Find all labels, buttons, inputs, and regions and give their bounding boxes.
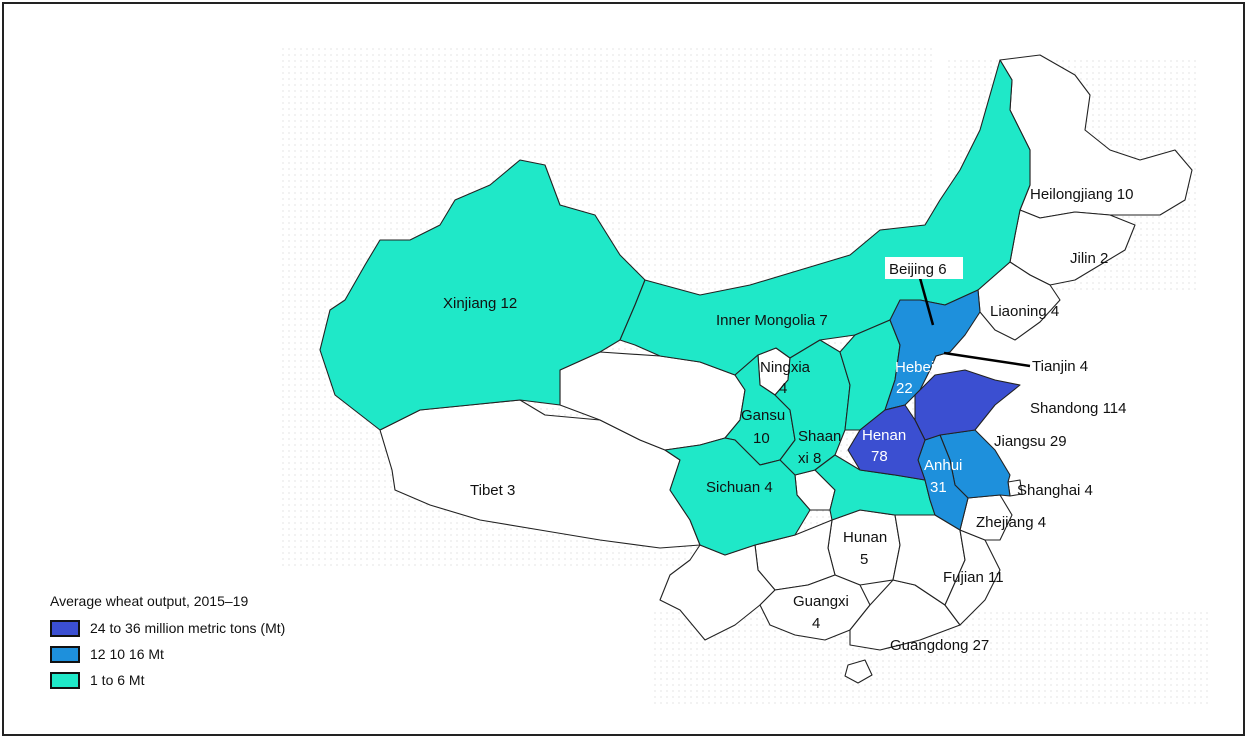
label-hebei-name: Hebei <box>895 359 934 376</box>
legend-label-mid: 12 10 16 Mt <box>90 646 164 662</box>
province-xinjiang <box>319 159 646 431</box>
beijing-callout-line <box>918 277 935 326</box>
label-shaanxi-name: Shaan <box>798 428 841 445</box>
label-henan-value: 78 <box>871 448 888 465</box>
legend-label-high: 24 to 36 million metric tons (Mt) <box>90 620 286 636</box>
label-liaoning: Liaoning 4 <box>990 303 1059 320</box>
legend-swatch-low <box>50 671 80 689</box>
label-guangdong: Guangdong 27 <box>890 637 989 654</box>
province-shandong <box>914 369 1021 441</box>
legend-swatch-mid <box>50 645 80 663</box>
label-beijing: Beijing 6 <box>889 261 947 278</box>
label-shaanxi-value: xi 8 <box>798 450 821 467</box>
province-liaoning <box>977 261 1061 341</box>
legend: Average wheat output, 2015–19 24 to 36 m… <box>50 593 285 693</box>
tianjin-callout-line <box>943 351 1031 368</box>
legend-item-low: 1 to 6 Mt <box>50 667 285 693</box>
label-jiangsu: Jiangsu 29 <box>994 433 1067 450</box>
province-hainan <box>844 659 873 684</box>
label-guangxi-value: 4 <box>812 615 820 632</box>
label-sichuan: Sichuan 4 <box>706 479 773 496</box>
label-anhui-value: 31 <box>930 479 947 496</box>
label-shandong: Shandong 114 <box>1030 400 1126 417</box>
province-sichuan <box>664 437 811 556</box>
legend-title: Average wheat output, 2015–19 <box>50 593 249 609</box>
label-gansu-name: Gansu <box>741 407 785 424</box>
province-henan <box>847 404 926 481</box>
label-anhui-name: Anhui <box>924 457 962 474</box>
beijing-label-box <box>885 257 963 279</box>
label-hunan-value: 5 <box>860 551 868 568</box>
label-shanghai: Shanghai 4 <box>1017 482 1093 499</box>
label-hunan-name: Hunan <box>843 529 887 546</box>
province-hebei <box>884 289 981 411</box>
label-tibet: Tibet 3 <box>470 482 515 499</box>
label-henan-name: Henan <box>862 427 906 444</box>
label-heilongjiang: Heilongjiang 10 <box>1030 186 1133 203</box>
label-jilin: Jilin 2 <box>1070 250 1108 267</box>
label-tianjin: Tianjin 4 <box>1032 358 1088 375</box>
label-zhejiang: Zhejiang 4 <box>976 514 1046 531</box>
legend-swatch-high <box>50 619 80 637</box>
legend-label-low: 1 to 6 Mt <box>90 672 145 688</box>
label-inner-mongolia: Inner Mongolia 7 <box>716 312 828 329</box>
province-inner-mongolia <box>619 59 1031 376</box>
legend-item-mid: 12 10 16 Mt <box>50 641 285 667</box>
label-gansu-value: 10 <box>753 430 770 447</box>
label-ningxia-name: Ningxia <box>760 359 811 376</box>
label-fujian: Fujian 11 <box>943 569 1004 586</box>
label-guangxi-name: Guangxi <box>793 593 849 610</box>
label-hebei-value: 22 <box>896 380 913 397</box>
label-xinjiang: Xinjiang 12 <box>443 295 517 312</box>
legend-item-high: 24 to 36 million metric tons (Mt) <box>50 615 285 641</box>
province-fujian <box>944 529 1001 626</box>
province-hunan <box>827 509 901 586</box>
label-ningxia-value: 4 <box>779 380 787 397</box>
